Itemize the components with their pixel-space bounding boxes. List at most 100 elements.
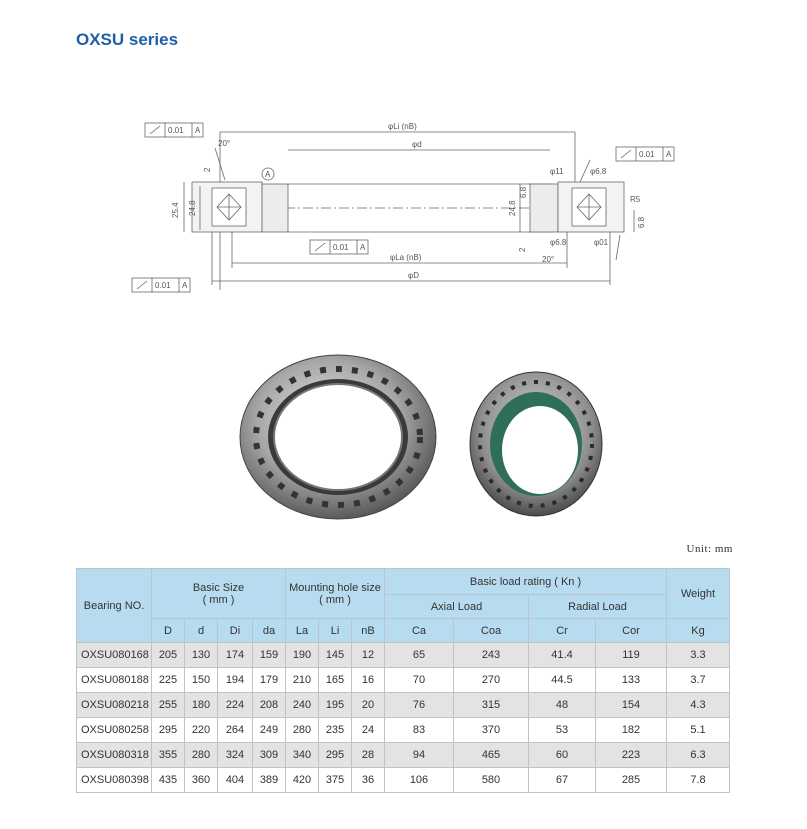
dim-two-bottom: 2 <box>518 247 527 252</box>
table-cell: 435 <box>151 767 185 793</box>
dim-height-outer: 25.4 <box>171 202 180 218</box>
table-cell: 5.1 <box>666 717 730 743</box>
table-cell: 145 <box>318 642 352 668</box>
dim-height-inner: 24.8 <box>188 200 197 216</box>
dim-la: φLa (nB) <box>390 253 422 262</box>
table-cell: 83 <box>384 717 454 743</box>
table-cell: 24 <box>351 717 385 743</box>
bearing-number-cell: OXSU080218 <box>76 692 152 718</box>
table-cell: 270 <box>453 667 529 693</box>
table-cell: 3.3 <box>666 642 730 668</box>
table-cell: 20 <box>351 692 385 718</box>
table-cell: 6.3 <box>666 742 730 768</box>
table-cell: 48 <box>528 692 596 718</box>
dim-two-top: 2 <box>203 167 212 172</box>
dim-r5: R5 <box>630 195 641 204</box>
dim-angle: 20° <box>218 139 230 148</box>
table-cell: 190 <box>285 642 319 668</box>
table-cell: 16 <box>351 667 385 693</box>
col-Ca: Ca <box>384 618 454 643</box>
table-cell: 106 <box>384 767 454 793</box>
table-cell: 159 <box>252 642 286 668</box>
bearing-number-cell: OXSU080318 <box>76 742 152 768</box>
table-cell: 370 <box>453 717 529 743</box>
table-cell: 133 <box>595 667 667 693</box>
bearing-number-cell: OXSU080258 <box>76 717 152 743</box>
datum-marker: A <box>261 167 275 181</box>
table-cell: 67 <box>528 767 596 793</box>
table-cell: 280 <box>285 717 319 743</box>
table-cell: 182 <box>595 717 667 743</box>
table-cell: 295 <box>151 717 185 743</box>
table-cell: 235 <box>318 717 352 743</box>
table-cell: 154 <box>595 692 667 718</box>
bearing-photo-large <box>239 354 437 520</box>
table-cell: 295 <box>318 742 352 768</box>
tolerance-value: 0.01 <box>168 126 184 135</box>
dim-d01: φ01 <box>594 238 609 247</box>
datum-label: A <box>195 126 201 135</box>
table-cell: 44.5 <box>528 667 596 693</box>
dim-v68-right: 6.8 <box>637 216 646 228</box>
table-cell: 119 <box>595 642 667 668</box>
table-cell: 225 <box>151 667 185 693</box>
table-cell: 280 <box>184 742 218 768</box>
table-cell: 243 <box>453 642 529 668</box>
header-weight: Weight <box>666 568 730 619</box>
table-cell: 195 <box>318 692 352 718</box>
table-cell: 28 <box>351 742 385 768</box>
bearing-number-cell: OXSU080398 <box>76 767 152 793</box>
table-cell: 65 <box>384 642 454 668</box>
datum-label: A <box>666 150 672 159</box>
table-cell: 174 <box>217 642 253 668</box>
tolerance-frame-2: 0.01 A <box>615 146 675 162</box>
table-cell: 285 <box>595 767 667 793</box>
dim-li: φLi (nB) <box>388 122 417 131</box>
col-La: La <box>285 618 319 643</box>
table-cell: 249 <box>252 717 286 743</box>
table-cell: 223 <box>595 742 667 768</box>
tolerance-frame-4: 0.01 A <box>131 277 191 293</box>
table-cell: 179 <box>252 667 286 693</box>
table-cell: 165 <box>318 667 352 693</box>
datum-label: A <box>360 243 366 252</box>
col-Cr: Cr <box>528 618 596 643</box>
table-cell: 60 <box>528 742 596 768</box>
header-axial: Axial Load <box>384 594 529 619</box>
table-cell: 76 <box>384 692 454 718</box>
table-cell: 3.7 <box>666 667 730 693</box>
table-cell: 12 <box>351 642 385 668</box>
dim-d11: φ11 <box>550 167 564 176</box>
table-cell: 150 <box>184 667 218 693</box>
table-cell: 4.3 <box>666 692 730 718</box>
col-D: D <box>151 618 185 643</box>
table-cell: 355 <box>151 742 185 768</box>
table-cell: 465 <box>453 742 529 768</box>
col-Coa: Coa <box>453 618 529 643</box>
table-cell: 420 <box>285 767 319 793</box>
table-cell: 180 <box>184 692 218 718</box>
dim-d: φd <box>412 140 422 149</box>
table-cell: 315 <box>453 692 529 718</box>
table-cell: 360 <box>184 767 218 793</box>
table-cell: 264 <box>217 717 253 743</box>
table-cell: 240 <box>285 692 319 718</box>
header-mounting: Mounting hole size ( mm ) <box>285 568 385 619</box>
tolerance-value: 0.01 <box>155 281 171 290</box>
table-cell: 208 <box>252 692 286 718</box>
table-cell: 70 <box>384 667 454 693</box>
table-cell: 7.8 <box>666 767 730 793</box>
dim-d68-bottom: φ6.8 <box>550 238 567 247</box>
tolerance-value: 0.01 <box>639 150 655 159</box>
table-cell: 130 <box>184 642 218 668</box>
technical-drawing: 0.01 A 0.01 A 0.01 A 0.01 A A φLi (nB) φ… <box>131 122 675 293</box>
table-cell: 389 <box>252 767 286 793</box>
product-photos <box>239 354 603 520</box>
table-cell: 224 <box>217 692 253 718</box>
